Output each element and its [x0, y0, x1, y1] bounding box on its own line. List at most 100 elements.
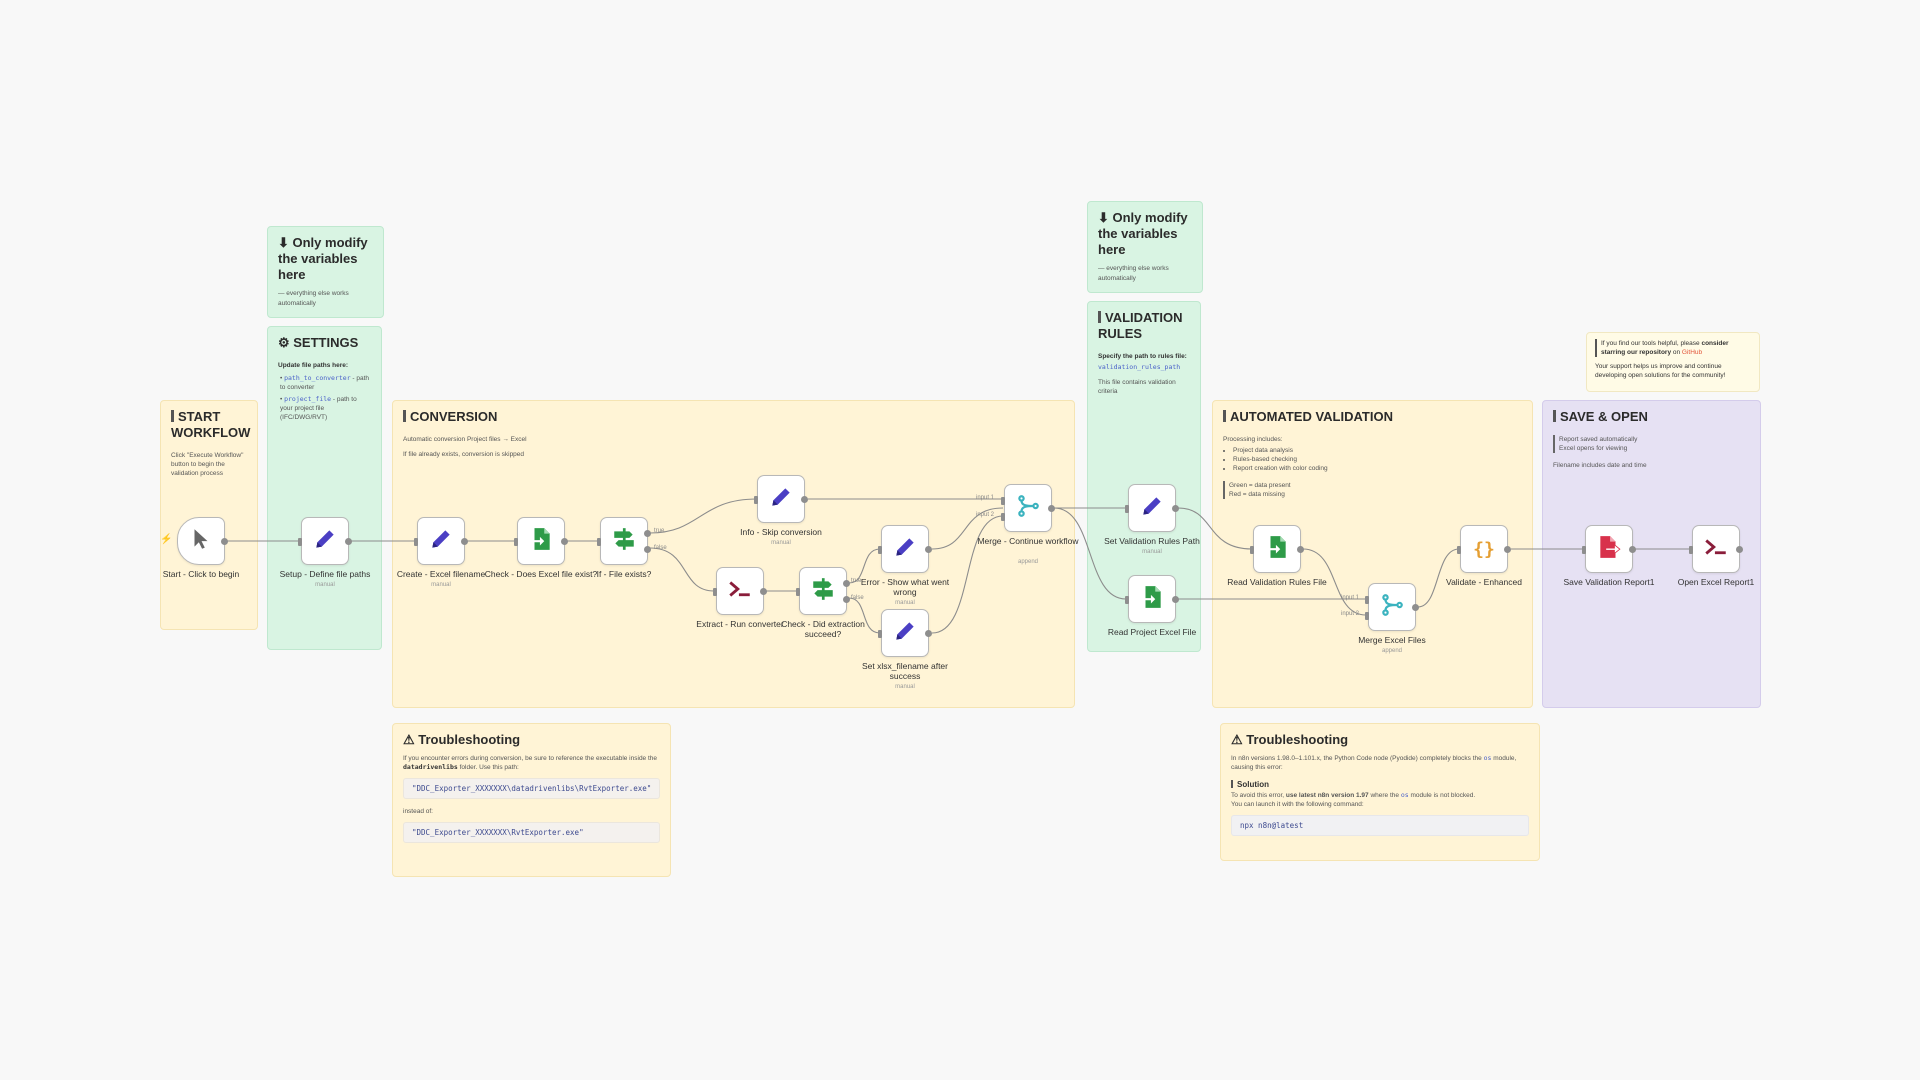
node-info-skip[interactable]: [754, 475, 808, 523]
output-port-false[interactable]: [644, 546, 651, 553]
output-port[interactable]: [1736, 546, 1743, 553]
output-port[interactable]: [1297, 546, 1304, 553]
output-port[interactable]: [1504, 546, 1511, 553]
output-port-false[interactable]: [843, 596, 850, 603]
note-text: — everything else works automatically: [278, 290, 349, 307]
legend-block: Green = data present Red = data missing: [1223, 481, 1522, 499]
note-title: AUTOMATED VALIDATION: [1223, 409, 1522, 425]
input-port[interactable]: [878, 630, 882, 638]
node-check-file-exists[interactable]: [514, 517, 568, 565]
output-port[interactable]: [221, 538, 228, 545]
output-port[interactable]: [760, 588, 767, 595]
settings-bullet-2-text: - path to your project file (IFC/DWG/RVT…: [280, 396, 357, 421]
note-text: Processing includes: Project data analys…: [1223, 435, 1522, 499]
node-check-extraction[interactable]: [796, 567, 850, 615]
node-error-show[interactable]: [878, 525, 932, 573]
note-text: Click "Execute Workflow" button to begin…: [171, 452, 244, 477]
input-port[interactable]: [298, 538, 302, 546]
node-open-report[interactable]: [1689, 525, 1743, 573]
automated-item-1: Project data analysis: [1233, 446, 1522, 455]
output-port[interactable]: [345, 538, 352, 545]
save-list: Report saved automatically Excel opens f…: [1553, 435, 1750, 453]
note-title: START WORKFLOW: [171, 409, 251, 440]
output-port[interactable]: [461, 538, 468, 545]
node-merge-excel-sub: append: [1381, 648, 1403, 654]
input-port[interactable]: [754, 496, 758, 504]
input-port[interactable]: [1125, 596, 1129, 604]
note-text: — everything else works automatically: [1098, 265, 1169, 282]
output-port[interactable]: [925, 546, 932, 553]
cursor-icon: [188, 526, 214, 557]
input-port-1[interactable]: [1001, 497, 1005, 505]
input-port[interactable]: [796, 588, 800, 596]
input-port[interactable]: [1125, 505, 1129, 513]
node-save-report[interactable]: [1582, 525, 1636, 573]
note-title: CONVERSION: [403, 409, 1064, 425]
conversion-p1: Automatic conversion Project files → Exc…: [403, 436, 527, 443]
node-set-rules-label: Set Validation Rules Path: [1104, 536, 1200, 546]
settings-bullet-2: • project_file - path to your project fi…: [280, 395, 357, 421]
pencil-icon: [1139, 493, 1165, 524]
note-troubleshooting-2: ⚠ Troubleshooting In n8n versions 1.98.0…: [1220, 723, 1540, 861]
input-port[interactable]: [713, 588, 717, 596]
note-text: Report saved automatically Excel opens f…: [1553, 435, 1750, 470]
output-port[interactable]: [1172, 505, 1179, 512]
node-validate-label: Validate - Enhanced: [1446, 577, 1522, 587]
node-setup[interactable]: [298, 517, 352, 565]
output-port[interactable]: [1629, 546, 1636, 553]
input-port[interactable]: [414, 538, 418, 546]
node-create-excel-filename[interactable]: [414, 517, 468, 565]
note-save-open: SAVE & OPEN Report saved automatically E…: [1542, 400, 1761, 708]
code-path-to-converter: path_to_converter: [284, 374, 351, 382]
merge-icon: [1015, 493, 1041, 524]
node-read-rules-label: Read Validation Rules File: [1227, 577, 1327, 587]
trouble2-p1: In n8n versions 1.98.0–1.101.x, the Pyth…: [1231, 754, 1517, 771]
node-merge-excel-files[interactable]: [1365, 583, 1419, 631]
trouble2-code: npx n8n@latest: [1231, 815, 1529, 836]
input-port-2[interactable]: [1365, 612, 1369, 620]
input-port[interactable]: [1250, 546, 1254, 554]
node-validate-enhanced[interactable]: {}: [1457, 525, 1511, 573]
node-merge-continue-label: Merge - Continue workflow: [977, 536, 1079, 546]
node-read-project-excel[interactable]: [1125, 575, 1179, 623]
node-info-label: Info - Skip conversion: [740, 527, 822, 537]
save-line-2: Excel opens for viewing: [1559, 445, 1628, 452]
output-port[interactable]: [801, 496, 808, 503]
node-info-sub: manual: [771, 540, 791, 546]
node-set-validation-rules[interactable]: [1125, 484, 1179, 532]
output-port[interactable]: [925, 630, 932, 637]
merge-icon: [1379, 592, 1405, 623]
node-if-file-exists[interactable]: [597, 517, 651, 565]
conversion-p2: If file already exists, conversion is sk…: [403, 451, 525, 458]
note-troubleshooting-1: ⚠ Troubleshooting If you encounter error…: [392, 723, 671, 877]
bar-icon: [403, 410, 406, 422]
trouble1-instead: instead of:: [403, 808, 433, 815]
note-title: ⚙ SETTINGS: [278, 335, 359, 350]
node-start[interactable]: [177, 517, 228, 565]
output-port[interactable]: [561, 538, 568, 545]
note-conversion: CONVERSION Automatic conversion Project …: [392, 400, 1075, 708]
input-port[interactable]: [514, 538, 518, 546]
node-read-validation-rules[interactable]: [1250, 525, 1304, 573]
output-port-true[interactable]: [644, 530, 651, 537]
settings-update-label: Update file paths here:: [278, 362, 349, 369]
output-port[interactable]: [1172, 596, 1179, 603]
input-port[interactable]: [597, 538, 601, 546]
node-error-label: Error - Show what went wrong: [860, 577, 950, 597]
input-port[interactable]: [878, 546, 882, 554]
node-merge-continue[interactable]: [1001, 484, 1055, 532]
output-port[interactable]: [1048, 505, 1055, 512]
input-port-1[interactable]: [1365, 596, 1369, 604]
node-set-xlsx-filename[interactable]: [878, 609, 932, 657]
bar-icon: [1553, 410, 1556, 422]
pencil-icon: [892, 534, 918, 565]
input-port[interactable]: [1582, 546, 1586, 554]
input-port[interactable]: [1457, 546, 1461, 554]
input-port[interactable]: [1689, 546, 1693, 554]
output-port-true[interactable]: [843, 580, 850, 587]
github-link[interactable]: GitHub: [1681, 349, 1703, 356]
input-port-2[interactable]: [1001, 513, 1005, 521]
node-extract-run-converter[interactable]: [713, 567, 767, 615]
output-port[interactable]: [1412, 604, 1419, 611]
note-text: Update file paths here: • path_to_conver…: [278, 361, 371, 422]
